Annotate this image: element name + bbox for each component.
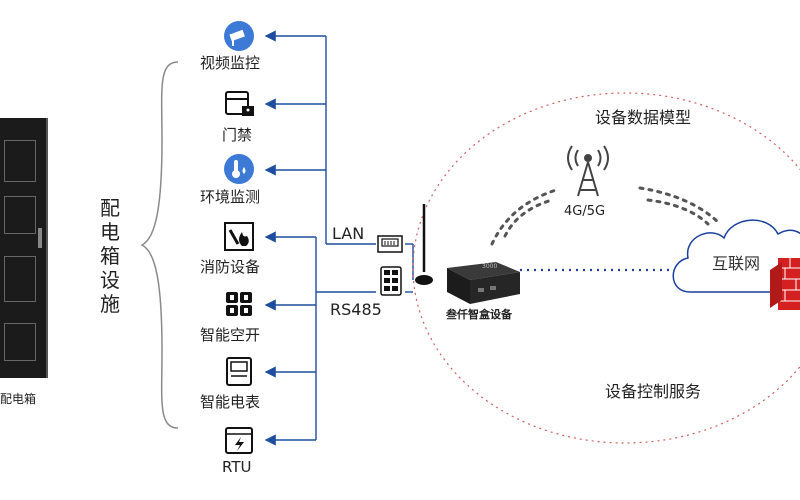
- rs485-label: RS485: [330, 300, 382, 319]
- group-title-char: 配: [100, 196, 122, 220]
- antenna-icon: [415, 204, 433, 285]
- thermometer-icon: [222, 153, 256, 185]
- serial-port-icon: [379, 266, 403, 296]
- data-model-label: 设备数据模型: [595, 108, 692, 127]
- device-label-camera: 视频监控: [200, 54, 261, 72]
- signal-label: 4G/5G: [564, 204, 606, 219]
- lan-label: LAN: [332, 224, 365, 243]
- firewall-icon: [770, 258, 800, 310]
- device-label-environment: 环境监测: [200, 188, 261, 206]
- meter-icon: [222, 355, 256, 387]
- cloud-boundary: [412, 92, 800, 444]
- gateway-logo: 3000: [482, 263, 498, 270]
- cell-tower-icon: [567, 145, 609, 197]
- group-title-char: 施: [100, 292, 122, 316]
- camera-icon: [222, 20, 256, 52]
- device-label-breaker: 智能空开: [200, 326, 261, 344]
- ethernet-port-icon: [377, 235, 403, 253]
- gateway-label: 叁仟智盒设备: [446, 308, 512, 321]
- group-brace: [140, 61, 179, 429]
- device-label-meter: 智能电表: [200, 393, 261, 411]
- signal-waves: [490, 186, 720, 246]
- cloud-icon: [672, 219, 800, 293]
- group-title: 配 电 箱 设 施: [100, 196, 124, 316]
- group-title-char: 设: [100, 268, 122, 292]
- cabinet-label: 配电箱: [0, 392, 37, 406]
- control-service-label: 设备控制服务: [605, 382, 702, 401]
- device-label-fire: 消防设备: [200, 258, 261, 276]
- distribution-cabinet-image: [0, 118, 48, 378]
- group-title-char: 箱: [100, 244, 122, 268]
- rtu-icon: [222, 424, 256, 456]
- cloud-label: 互联网: [712, 254, 761, 273]
- breaker-icon: [222, 288, 256, 320]
- gateway-device-icon: [447, 262, 520, 304]
- device-label-door: 门禁: [222, 126, 253, 144]
- door-lock-icon: [222, 88, 256, 120]
- device-label-rtu: RTU: [222, 458, 252, 476]
- group-title-char: 电: [100, 220, 122, 244]
- fire-icon: [222, 220, 256, 252]
